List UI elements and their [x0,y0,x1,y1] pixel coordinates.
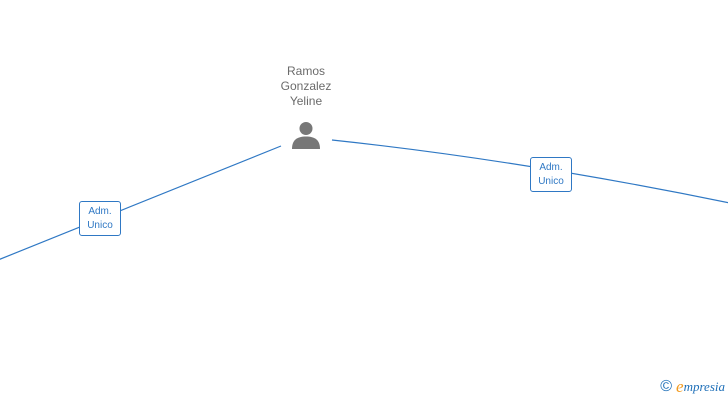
role-label-right-line-1: Adm. [539,162,563,173]
brand-logo-initial: e [676,377,684,396]
role-label-left[interactable]: Adm. Unico [79,201,121,236]
person-icon [292,122,320,149]
role-label-left-line-1: Adm. [88,206,112,217]
brand-logo-text: mpresia [683,379,725,394]
role-label-right[interactable]: Adm. Unico [530,157,572,192]
role-label-left-line-2: Unico [87,220,113,231]
role-label-right-line-2: Unico [538,176,564,187]
person-name-line-1: Ramos [286,64,325,78]
brand-logo[interactable]: © e mpresia [660,378,725,396]
edge-right [331,139,728,204]
person-name-line-2: Gonzalez [280,79,332,93]
person-node[interactable]: Ramos Gonzalez Yeline [268,64,344,149]
person-name: Ramos Gonzalez Yeline [268,64,344,109]
copyright-icon: © [660,378,673,395]
person-name-line-3: Yeline [289,94,323,108]
edge-left [0,145,282,260]
